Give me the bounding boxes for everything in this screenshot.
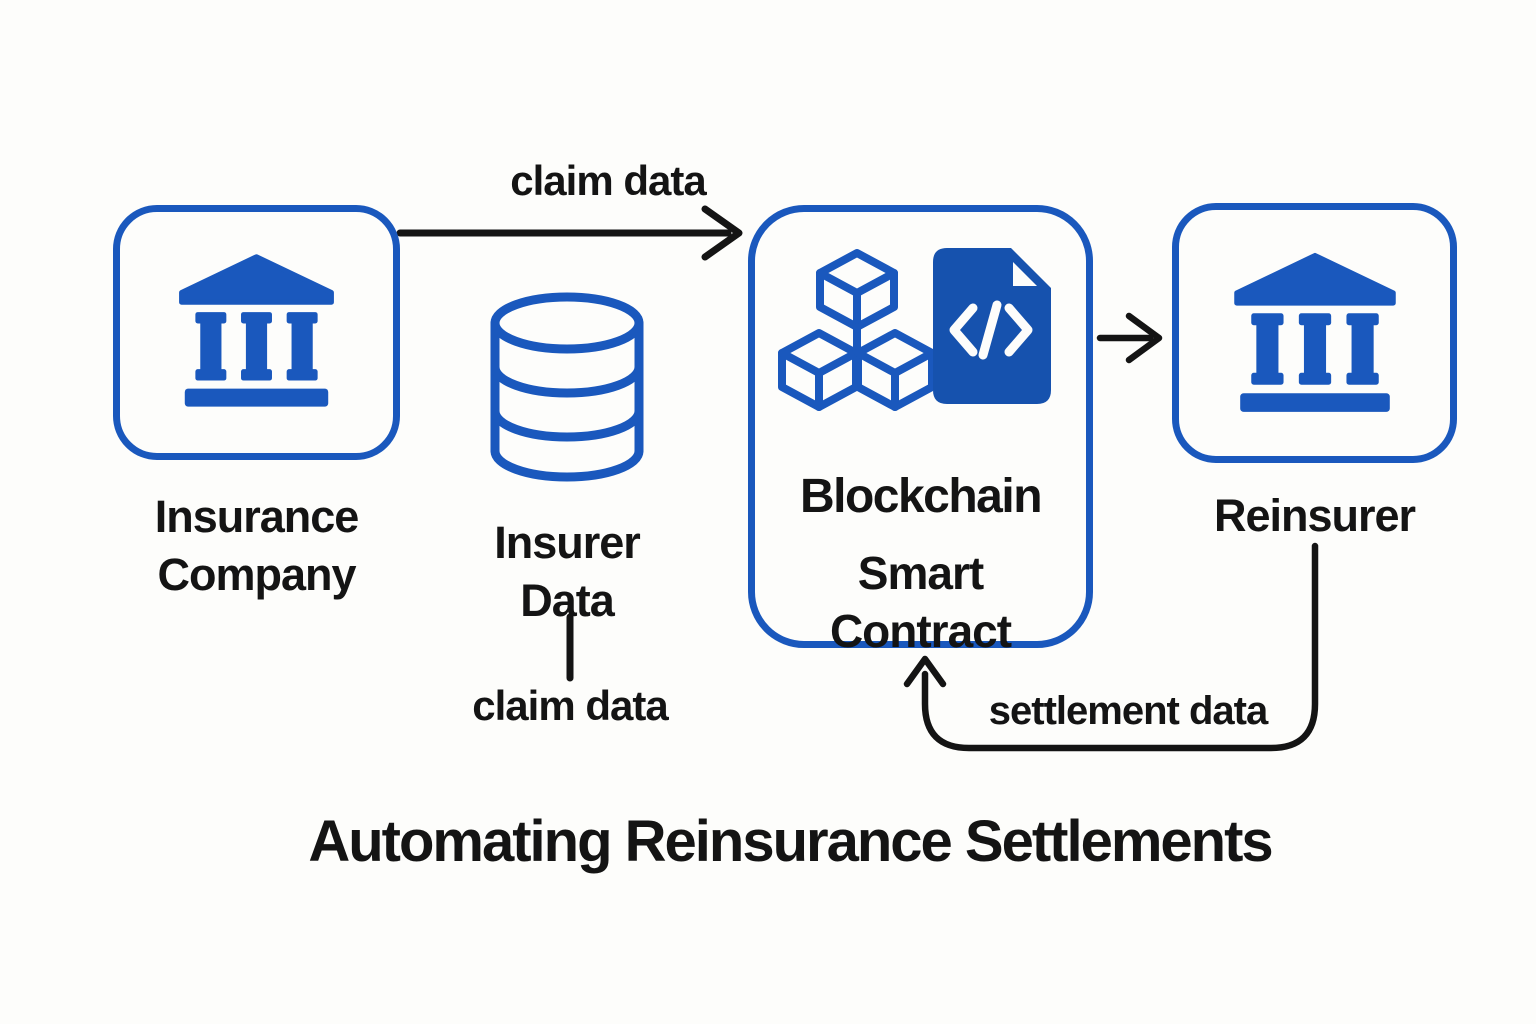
insurer-data-label: Insurer Data — [494, 517, 641, 626]
bank-icon — [179, 254, 334, 407]
claim-data-arrow-label: claim data — [510, 157, 706, 204]
settlement-data-arrow-label: settlement data — [988, 689, 1268, 733]
folded-corner — [1013, 262, 1037, 286]
reinsurer-node — [1172, 203, 1457, 463]
blockchain-to-reinsurer-arrow — [1096, 312, 1163, 364]
bank-icon — [1234, 252, 1396, 412]
blockchain-label-line: Blockchain — [799, 470, 1043, 523]
insurance-company-label: Insurance Company — [154, 491, 360, 600]
blockchain-smart-contract-node — [748, 205, 1093, 648]
settlement-data-arrow — [903, 542, 1319, 752]
code-brackets-glyph — [949, 300, 1033, 360]
insurance-company-node — [113, 205, 400, 460]
database-icon — [490, 292, 644, 482]
blockchain-smart-contract-label: Blockchain Smart Contract — [748, 450, 1093, 678]
claim-data-connector-label: claim data — [472, 682, 668, 729]
claim-data-arrow — [396, 205, 743, 261]
code-file-icon — [933, 248, 1051, 404]
reinsurer-label: Reinsurer — [1213, 490, 1416, 541]
smart-contract-label-lines: Smart Contract — [829, 547, 1012, 657]
blockchain-cubes-icon — [778, 249, 936, 411]
page-title: Automating Reinsurance Settlements — [308, 809, 1273, 874]
